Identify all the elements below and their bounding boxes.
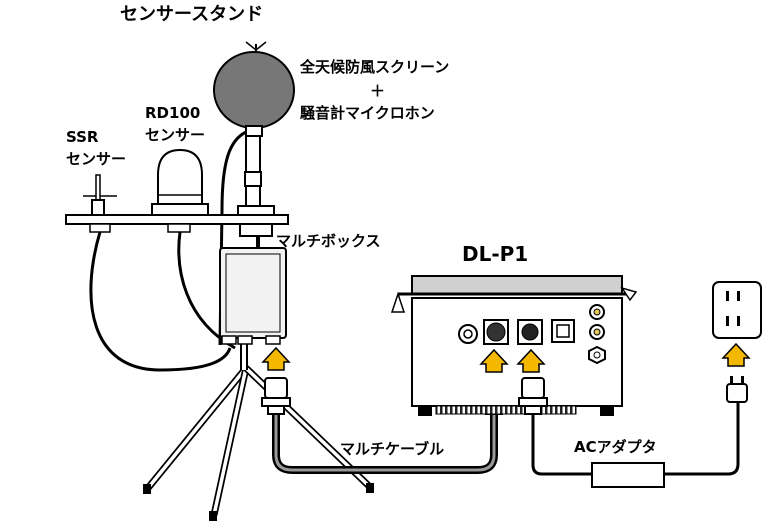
ssr-label: SSR <box>66 128 99 146</box>
multi-box-label: マルチボックス <box>276 232 381 250</box>
ssr-sensor-label: センサー <box>66 150 127 168</box>
ac-adapter <box>518 376 748 488</box>
ssr-cable <box>89 231 232 372</box>
ssr-sensor <box>83 174 117 216</box>
mic-cable <box>218 130 247 346</box>
windscreen-label: 全天候防風スクリーン <box>300 58 450 76</box>
microphone-label: 騒音計マイクロホン <box>300 104 435 122</box>
tripod <box>143 330 374 521</box>
connection-arrows <box>261 342 751 373</box>
arrow-up-icon <box>721 342 751 367</box>
windscreen-microphone <box>213 41 295 137</box>
wall-outlet <box>712 281 762 339</box>
arrow-up-icon <box>516 348 546 373</box>
stand-pole <box>244 132 262 229</box>
logger-connectors <box>458 304 606 365</box>
dl-p1-logger <box>390 275 638 416</box>
ac-adapter-label: ACアダプタ <box>574 438 657 456</box>
plus-sign: ＋ <box>370 82 386 100</box>
arrow-up-icon <box>479 348 509 373</box>
rd100-cable <box>177 231 236 350</box>
rd100-sensor-label: センサー <box>145 126 206 144</box>
sensor-stand-label: センサースタンド <box>120 4 264 25</box>
rd100-label: RD100 <box>145 104 201 122</box>
logger-title: DL-P1 <box>462 242 529 266</box>
multi-box <box>219 236 287 345</box>
multi-cable-label: マルチケーブル <box>340 440 445 458</box>
rd100-sensor <box>151 148 209 216</box>
arrow-up-icon <box>261 346 291 371</box>
